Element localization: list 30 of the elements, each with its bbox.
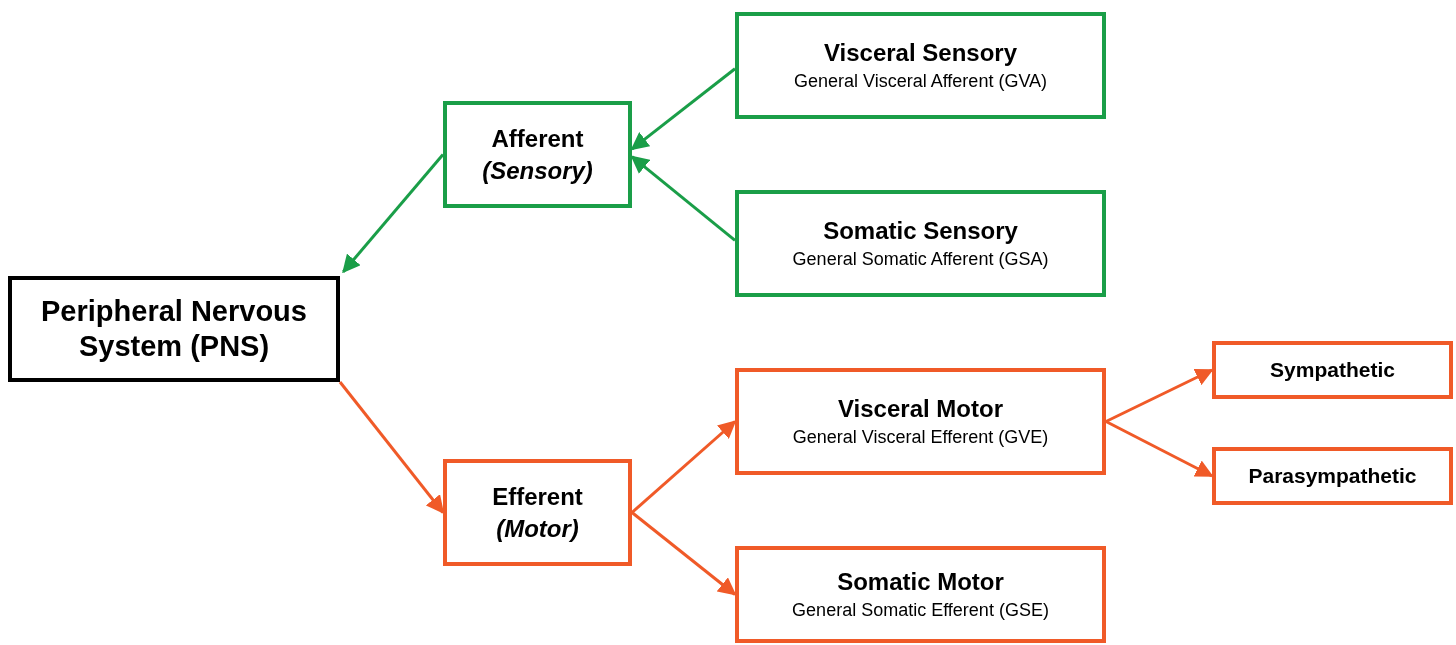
box-heading: Visceral Sensory: [824, 38, 1017, 69]
category-box: [443, 101, 632, 208]
arrow: [1105, 420, 1214, 478]
category-box: [8, 276, 340, 382]
box-subtitle: (Motor): [496, 513, 579, 544]
category-box: [1212, 447, 1453, 505]
box-heading: Afferent: [491, 124, 584, 155]
arrow: [342, 153, 445, 274]
category-box: [735, 190, 1106, 297]
arrow: [631, 420, 737, 514]
category-box: [735, 368, 1106, 475]
box-heading: Somatic Motor: [837, 567, 1004, 598]
box-heading: Somatic Sensory: [823, 216, 1018, 247]
box-subtitle: (Sensory): [482, 155, 593, 186]
category-box: [1212, 341, 1453, 399]
box-heading: Sympathetic: [1270, 357, 1395, 384]
box-heading: Visceral Motor: [838, 394, 1003, 425]
box-subtitle: General Visceral Efferent (GVE): [792, 425, 1049, 449]
arrow: [338, 381, 445, 514]
category-box: [443, 459, 632, 566]
arrow: [1105, 368, 1214, 423]
category-box: [735, 12, 1106, 119]
box-heading: Peripheral Nervous System (PNS): [40, 294, 308, 364]
box-heading: Parasympathetic: [1248, 463, 1417, 490]
category-box: [735, 546, 1106, 643]
box-subtitle: General Visceral Afferent (GVA): [793, 69, 1048, 93]
arrow: [631, 511, 737, 596]
box-subtitle: General Somatic Afferent (GSA): [792, 247, 1049, 271]
box-subtitle: General Somatic Efferent (GSE): [792, 598, 1049, 622]
box-heading: Efferent: [492, 482, 583, 513]
